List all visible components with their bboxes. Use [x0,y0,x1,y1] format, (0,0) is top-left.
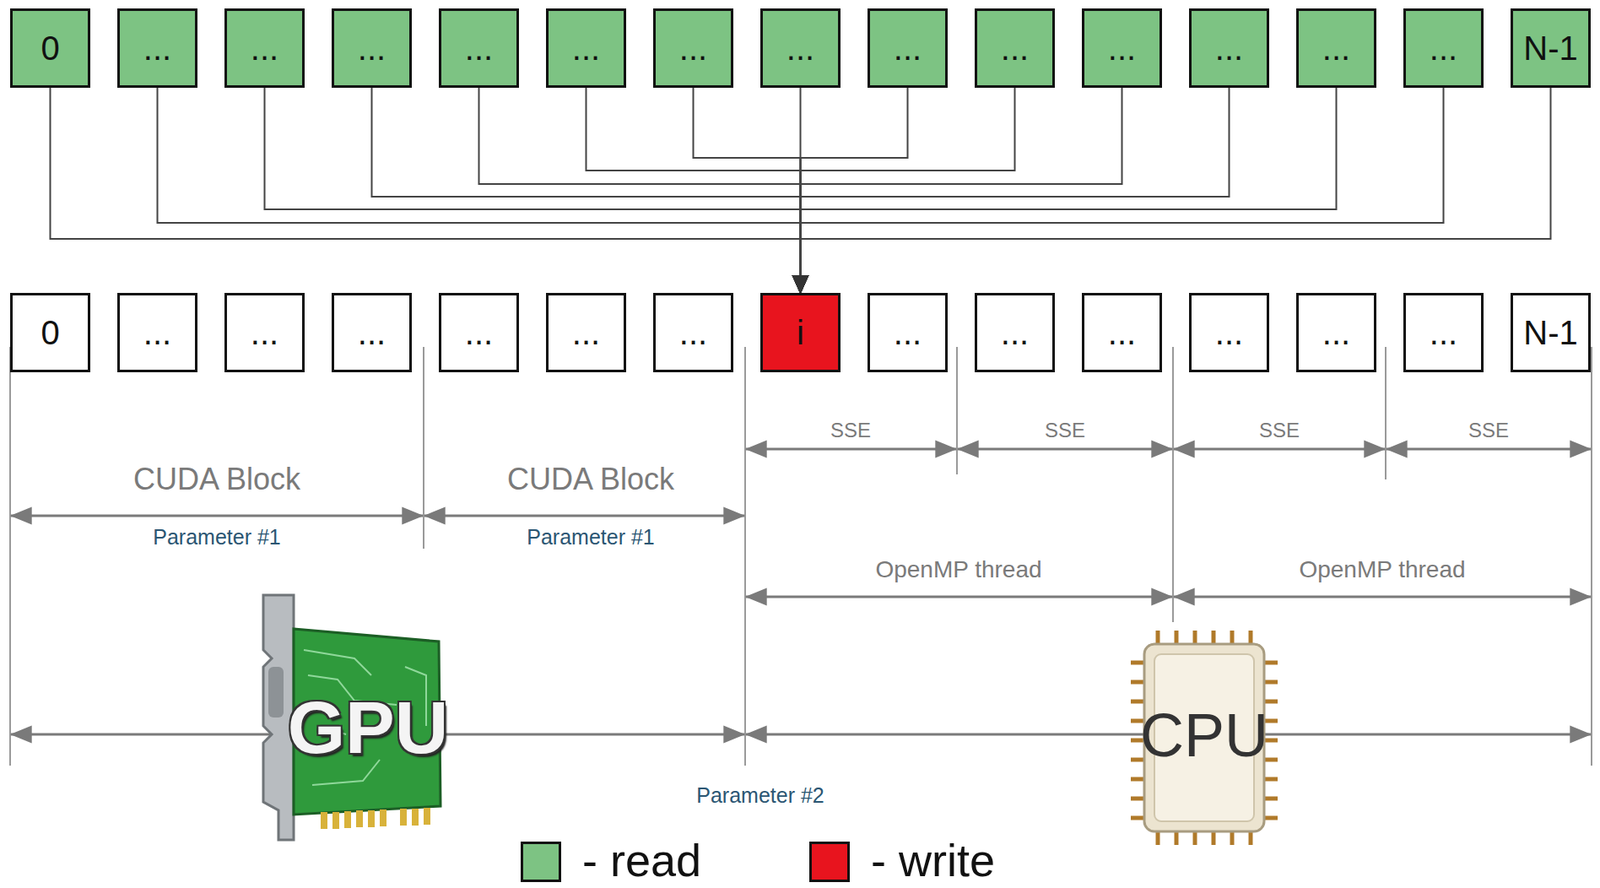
cell-index: ... [1000,31,1029,65]
cell-index: ... [1215,31,1244,65]
source-cell: ... [331,8,412,88]
cell-index: 0 [40,31,60,65]
merge-connector [800,87,1016,293]
merge-connector [264,87,801,293]
target-cell: ... [545,292,627,373]
cell-index: ... [893,315,922,350]
block-label: CUDA Block [133,462,301,497]
target-cell: ... [1081,292,1163,373]
source-cell: ... [653,8,734,88]
merge-connector [586,87,801,293]
legend-swatch [520,841,562,882]
cell-index: ... [1429,31,1458,65]
cpu-icon [1130,630,1278,845]
target-cell: ... [224,292,305,373]
target-cell: ... [974,292,1055,373]
source-cell: ... [117,8,198,88]
merge-connector [800,87,1444,293]
span-arrows [10,448,1591,735]
source-cell: ... [438,8,519,88]
source-cell: ... [1296,8,1377,88]
cell-index: ... [679,31,708,65]
thread-label: OpenMP thread [875,556,1042,584]
parameter-label: Parameter #2 [696,783,824,808]
cell-index: ... [1322,315,1351,350]
merge-connector [800,87,1123,293]
cell-index: ... [1429,315,1458,350]
target-cell: 0 [10,292,91,373]
cell-index: ... [357,31,386,65]
merge-connector [693,87,801,293]
target-cell: ... [1189,292,1270,373]
sse-label: SSE [830,419,871,442]
source-cell: ... [545,8,627,88]
thread-label: OpenMP thread [1298,556,1465,584]
merge-connector [800,87,909,293]
cell-index: ... [357,315,386,350]
cell-index: ... [572,315,600,350]
cpu-text: CPU [1140,702,1269,769]
cell-index: ... [786,31,815,65]
cell-index: 0 [40,315,60,350]
source-cell: ... [760,8,841,88]
cell-index: ... [143,315,172,350]
cell-index: ... [1000,315,1029,350]
target-cell: ... [1296,292,1377,373]
source-cell: N-1 [1510,8,1591,88]
target-cell: ... [331,292,412,373]
merge-connector [479,87,801,293]
cell-index: ... [250,315,279,350]
target-cell: ... [117,292,198,373]
cell-index: N-1 [1523,31,1578,65]
parameter-label: Parameter #1 [526,525,655,550]
sse-label: SSE [1259,419,1300,442]
cell-index: ... [1108,31,1136,65]
target-cell: ... [653,292,734,373]
merge-connector [800,87,1230,293]
cell-index: ... [1108,315,1136,350]
cell-index: ... [572,31,600,65]
gpu-text: GPU [287,686,449,769]
source-cell: ... [867,8,948,88]
target-cell: ... [867,292,948,373]
target-cell: N-1 [1510,292,1591,373]
merge-connector [800,87,1552,293]
source-cell: ... [1189,8,1270,88]
merge-connector [800,87,1337,293]
cell-index: ... [679,315,708,350]
legend-text: - read [582,835,702,886]
source-cell: 0 [10,8,91,88]
sse-label: SSE [1044,419,1086,442]
parameter-label: Parameter #1 [152,525,281,550]
cell-index: ... [250,31,279,65]
source-cell: ... [1081,8,1163,88]
legend-text: - write [870,835,995,886]
cell-index: ... [143,31,172,65]
cell-index: ... [893,31,922,65]
cell-index: ... [1215,315,1244,350]
target-cell: ... [438,292,519,373]
target-cell: ... [1403,292,1484,373]
block-label: CUDA Block [507,462,675,497]
merge-connector [50,87,801,293]
source-cell: ... [224,8,305,88]
cell-index: ... [1322,31,1351,65]
cell-index: i [796,315,805,350]
sse-label: SSE [1468,419,1509,442]
merge-connector [157,87,801,293]
target-cell: i [760,292,841,373]
divider-lines [10,346,1592,766]
merge-connector [372,87,801,293]
cell-index: ... [464,31,493,65]
source-cell: ... [1403,8,1484,88]
source-cell: ... [974,8,1055,88]
cell-index: N-1 [1523,315,1578,350]
legend-swatch [809,841,850,882]
cell-index: ... [464,315,493,350]
